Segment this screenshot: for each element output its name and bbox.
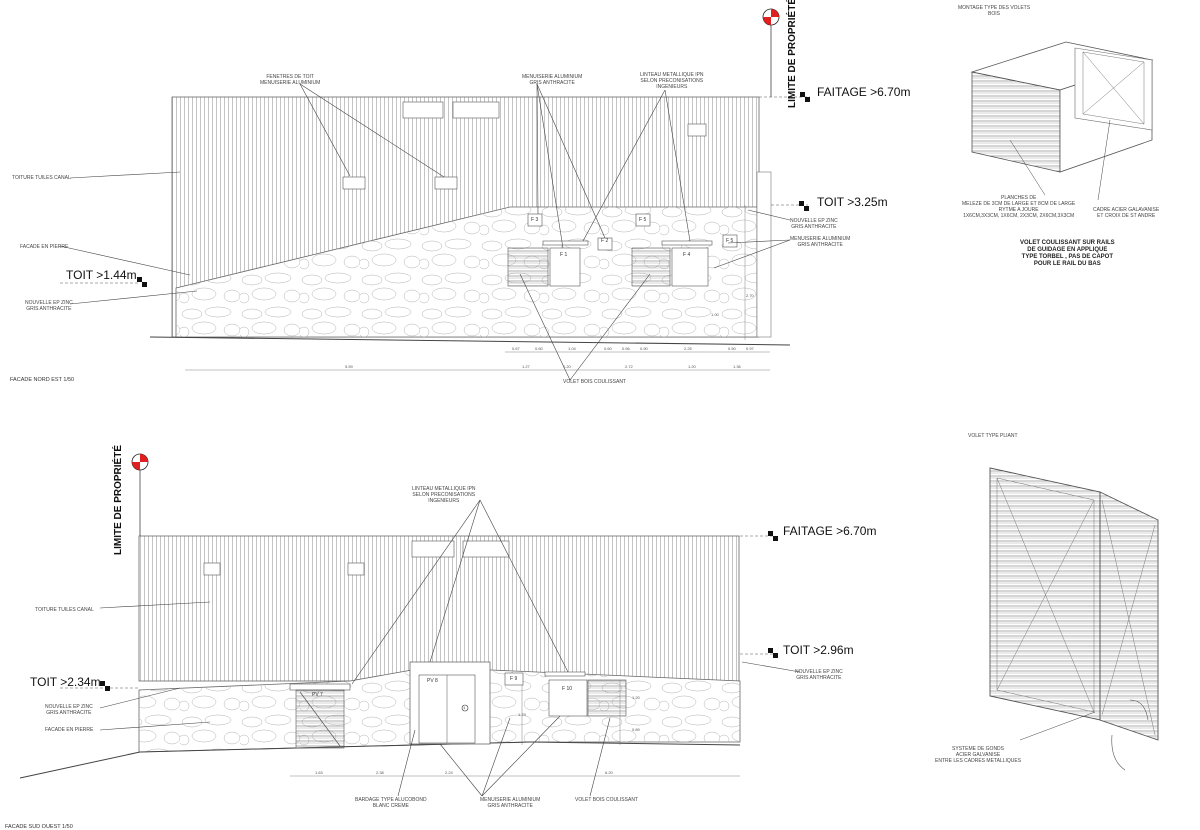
- window-tag: F 5: [639, 217, 647, 223]
- label-volet-top: VOLET BOIS COULISSANT: [563, 379, 626, 385]
- window-tag: PV 7: [312, 692, 323, 698]
- dim-label: 1.79: [518, 712, 526, 717]
- label-volet-coulissant: VOLET COULISSANT SUR RAILS DE GUIDAGE EN…: [1020, 240, 1115, 267]
- dim-label: 0.56: [622, 346, 630, 351]
- level-toit-right-top: TOIT >3.25m: [817, 195, 888, 209]
- window-tag: PV 8: [427, 678, 438, 684]
- skylight: [462, 540, 510, 558]
- dim-label: 1.04: [568, 346, 576, 351]
- bottom-elevation: [19, 453, 801, 797]
- window-tag: F 1: [560, 252, 568, 258]
- skylight: [402, 101, 444, 119]
- shutter: [631, 247, 671, 287]
- window-tag: F 9: [510, 676, 518, 682]
- limite-marker-top: [762, 8, 780, 97]
- dim-label: 2.38: [376, 770, 384, 775]
- folding-shutter-title: VOLET TYPE PLIANT: [968, 433, 1018, 439]
- dim-label: 1.20: [632, 695, 640, 700]
- label-toiture-top: TOITURE TUILES CANAL: [12, 175, 71, 181]
- window-tag: F 5: [726, 238, 734, 244]
- dim-label: 1.36: [733, 364, 741, 369]
- shutter: [587, 679, 627, 717]
- dim-label: 1.20: [563, 364, 571, 369]
- skylight: [203, 562, 221, 576]
- dim-label: 1.27: [522, 364, 530, 369]
- dim-label: 0.97: [746, 346, 754, 351]
- dim-label: 2.70: [746, 293, 754, 298]
- skylight: [434, 176, 458, 190]
- folding-shutter-detail: [989, 467, 1159, 771]
- label-ep-zinc-left-bottom: NOUVELLE EP ZINC GRIS ANTHRACITE: [45, 704, 93, 716]
- level-marker: [137, 277, 147, 287]
- dim-label: 1.63: [315, 770, 323, 775]
- level-toit-left-bottom: TOIT >2.34m: [30, 675, 101, 689]
- skylight: [347, 562, 365, 576]
- dim-label: 2.24: [445, 770, 453, 775]
- skylight: [411, 540, 455, 558]
- label-menuiserie-right-top: MENUISERIE ALUMINIUM GRIS ANTHRACITE: [790, 236, 851, 248]
- limite-marker-bottom: [131, 453, 149, 536]
- door-mark: 1: [463, 705, 466, 710]
- label-ep-zinc-left-top: NOUVELLE EP ZINC GRIS ANTHRACITE: [25, 300, 73, 312]
- level-toit-left-top: TOIT >1.44m: [66, 268, 137, 282]
- dim-label: 1.20: [688, 364, 696, 369]
- bottom-roof: [138, 535, 740, 682]
- dim-label: 0.60: [604, 346, 612, 351]
- dim-label: 2.72: [625, 364, 633, 369]
- dim-label: 1.00: [711, 312, 719, 317]
- window-tag: F 10: [562, 686, 573, 692]
- dim-label: 5.59: [345, 364, 353, 369]
- label-ep-zinc-right-bottom: NOUVELLE EP ZINC GRIS ANTHRACITE: [795, 669, 843, 681]
- caption-bottom: FACADE SUD OUEST 1/50: [5, 824, 73, 830]
- dim-label: 0.60: [535, 346, 543, 351]
- level-toit-right-bottom: TOIT >2.96m: [783, 643, 854, 657]
- label-cadre: CADRE ACIER GALAVANISE ET CROIX DE ST AN…: [1093, 207, 1160, 219]
- label-linteau-top: LINTEAU METALLIQUE IPN SELON PRECONISATI…: [640, 72, 704, 90]
- caption-top: FACADE NORD EST 1/50: [10, 377, 75, 383]
- dim-label: 0.89: [632, 727, 640, 732]
- label-bardage: BARDAGE TYPE ALUCOBOND BLANC CREME: [355, 797, 427, 809]
- level-marker: [800, 92, 810, 102]
- label-facade-pierre-top: FACADE EN PIERRE: [20, 244, 69, 250]
- label-facade-pierre-bottom: FACADE EN PIERRE: [45, 727, 94, 733]
- door-pv7: [295, 689, 345, 749]
- label-ep-zinc-right-top: NOUVELLE EP ZINC GRIS ANTHRACITE: [790, 218, 838, 230]
- label-fenetres-toit: FENETRES DE TOIT MENUISERIE ALUMINIUM: [260, 74, 321, 86]
- window-tag: F 4: [683, 252, 691, 258]
- limite-label-bottom: LIMITE DE PROPRIÉTÉ: [113, 444, 124, 555]
- dim-label: 2.25: [684, 346, 692, 351]
- label-menuiserie-top: MENUISERIE ALUMINIUM GRIS ANTHRACITE: [522, 74, 583, 86]
- skylight: [687, 123, 707, 137]
- label-linteau-bottom: LINTEAU METALLIQUE IPN SELON PRECONISATI…: [412, 486, 476, 504]
- top-elevation: [59, 8, 810, 381]
- sliding-shutter-detail: [970, 41, 1154, 201]
- dim-label: 0.50: [728, 346, 736, 351]
- level-marker: [799, 201, 809, 211]
- dim-label: 0.67: [512, 346, 520, 351]
- label-planches: PLANCHES DE MELEZE DE 3CM DE LARGE ET 8C…: [962, 195, 1076, 219]
- limite-label-top: LIMITE DE PROPRIÉTÉ: [787, 0, 798, 108]
- dim-label: 6.20: [605, 770, 613, 775]
- label-toiture-bottom: TOITURE TUILES CANAL: [35, 607, 94, 613]
- level-faitage-top: FAITAGE >6.70m: [817, 85, 911, 99]
- level-marker: [768, 648, 778, 658]
- label-menuiserie-bottom: MENUISERIE ALUMINIUM GRIS ANTHRACITE: [480, 797, 541, 809]
- level-faitage-bottom: FAITAGE >6.70m: [783, 524, 877, 538]
- dim-label: 0.90: [640, 346, 648, 351]
- skylight: [452, 101, 500, 119]
- shutter-detail-title: MONTAGE TYPE DES VOLETS BOIS: [958, 5, 1031, 17]
- label-gonds: SYSTEME DE GONDS ACIER GALVANISE ENTRE L…: [935, 746, 1022, 764]
- label-volet-bottom: VOLET BOIS COULISSANT: [575, 797, 638, 803]
- shutter: [507, 247, 549, 287]
- skylight: [342, 176, 366, 190]
- level-marker: [768, 531, 778, 541]
- level-marker: [100, 681, 110, 691]
- window-tag: F 2: [601, 238, 609, 244]
- window-tag: F 3: [531, 217, 539, 223]
